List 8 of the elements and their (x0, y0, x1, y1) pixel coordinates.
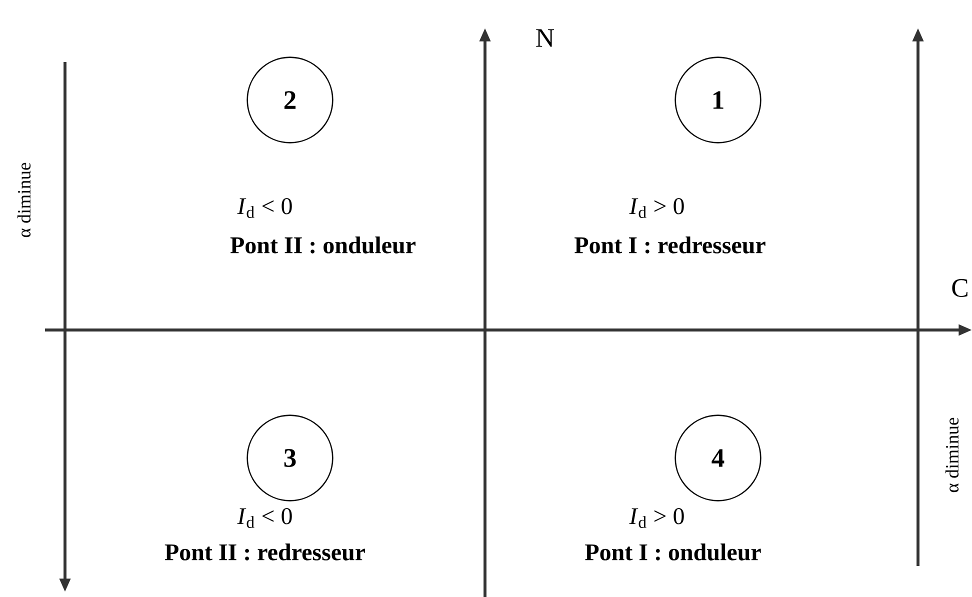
bridge-mode-caption: Pont II : onduleur (230, 236, 416, 254)
axis-annotation: α diminue (945, 418, 959, 492)
bridge-mode-caption: Pont I : redresseur (574, 236, 766, 254)
axis-label: C (952, 279, 968, 297)
axis-label: N (536, 29, 554, 47)
axis-annotation: α diminue (17, 162, 31, 238)
bridge-mode-caption: Pont I : onduleur (585, 544, 761, 560)
bridge-mode-caption: Pont II : redresseur (164, 544, 366, 560)
